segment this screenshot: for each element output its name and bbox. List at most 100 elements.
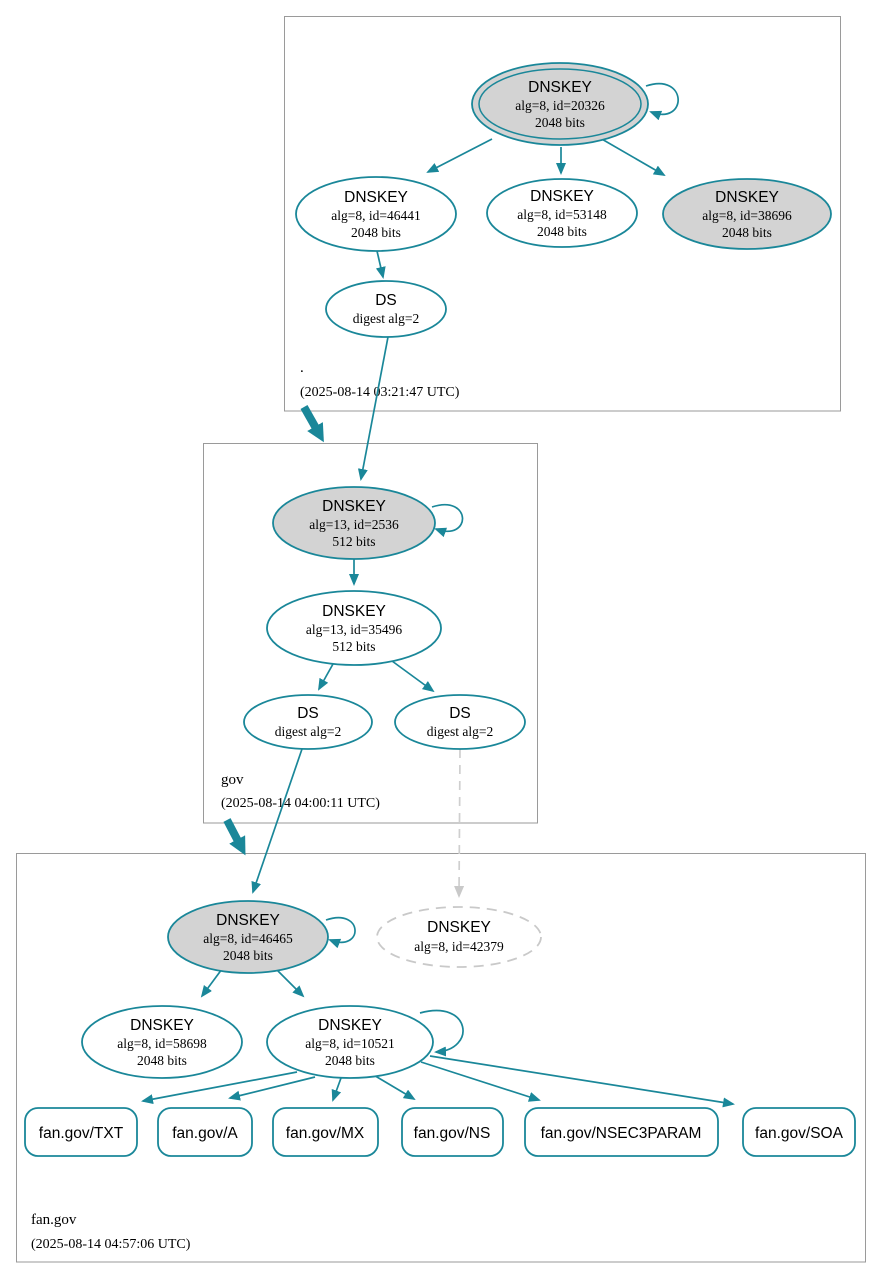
node-alg-id: alg=13, id=2536 [309, 517, 399, 532]
rrset-label: fan.gov/TXT [39, 1125, 124, 1142]
zone-box-gov [203, 443, 538, 824]
rrset-label: fan.gov/SOA [755, 1125, 844, 1142]
node-alg-id: alg=8, id=46441 [331, 208, 420, 223]
node-bits: 2048 bits [537, 224, 587, 239]
node-fangov-dnskey-10521: DNSKEY alg=8, id=10521 2048 bits [266, 1005, 434, 1079]
zone-timestamp-fangov: (2025-08-14 04:57:06 UTC) [31, 1237, 191, 1252]
edge-root-ds-to-gov-ksk [357, 336, 389, 481]
node-title: DNSKEY [322, 603, 386, 620]
rrset-box [524, 1107, 719, 1157]
node-alg-id: alg=8, id=42379 [414, 939, 504, 954]
edge-46465-to-10521 [275, 968, 305, 998]
node-alg-id: alg=8, id=46465 [203, 931, 293, 946]
edge-root-ksk-to-38696 [599, 137, 666, 177]
node-title: DNSKEY [530, 188, 594, 205]
node-ellipse [167, 900, 329, 974]
rrset-fangov-soa: fan.gov/SOA [742, 1107, 856, 1157]
node-title: DNSKEY [528, 79, 592, 96]
edge-root-ksk-selfsign-loop [645, 82, 679, 121]
rrset-box [157, 1107, 253, 1157]
node-title: DNSKEY [715, 189, 779, 206]
rrset-box [24, 1107, 138, 1157]
node-bits: 2048 bits [137, 1053, 187, 1068]
node-ellipse [81, 1005, 243, 1079]
node-ellipse [325, 280, 447, 338]
node-ellipse [266, 590, 442, 666]
edge-10521-to-mx [331, 1077, 342, 1102]
node-title: DNSKEY [318, 1017, 382, 1034]
node-title: DS [449, 705, 471, 722]
node-root-dnskey-38696: DNSKEY alg=8, id=38696 2048 bits [662, 178, 832, 250]
rrset-label: fan.gov/MX [286, 1125, 365, 1142]
node-root-ksk-dnskey-20326: DNSKEY alg=8, id=20326 2048 bits [471, 62, 649, 146]
node-ellipse [486, 178, 638, 248]
edge-46441-to-root-ds [375, 250, 386, 279]
node-fangov-dnskey-58698: DNSKEY alg=8, id=58698 2048 bits [81, 1005, 243, 1079]
rrset-fangov-mx: fan.gov/MX [272, 1107, 379, 1157]
node-title: DNSKEY [344, 189, 408, 206]
node-digest-alg: digest alg=2 [427, 724, 493, 739]
node-fangov-ksk-dnskey-46465: DNSKEY alg=8, id=46465 2048 bits [167, 900, 329, 974]
edge-10521-to-soa [429, 1055, 735, 1108]
node-ellipse-dashed [376, 906, 542, 968]
zone-label-gov: gov [221, 772, 244, 788]
node-bits: 512 bits [332, 639, 375, 654]
node-bits: 2048 bits [351, 225, 401, 240]
edge-delegation-gov-to-fangov [223, 818, 246, 856]
node-gov-ds-right: DS digest alg=2 [394, 694, 526, 750]
edge-delegation-root-to-gov [300, 405, 324, 443]
node-alg-id: alg=8, id=53148 [517, 207, 607, 222]
edge-10521-selfsign-loop [419, 1009, 464, 1057]
node-title: DS [297, 705, 319, 722]
rrset-fangov-txt: fan.gov/TXT [24, 1107, 138, 1157]
edge-root-ksk-to-46441 [426, 138, 493, 173]
zone-box-root [284, 16, 841, 412]
node-alg-id: alg=8, id=10521 [305, 1036, 394, 1051]
node-root-ds: DS digest alg=2 [325, 280, 447, 338]
edge-35496-to-gov-ds-left [318, 663, 334, 691]
node-ellipse [394, 694, 526, 750]
edge-gov-ds-to-42379-dashed [454, 748, 465, 898]
edge-gov-ds-to-fangov-ksk [251, 748, 303, 894]
zone-label-fangov: fan.gov [31, 1212, 77, 1228]
node-gov-ksk-dnskey-2536: DNSKEY alg=13, id=2536 512 bits [272, 486, 436, 560]
node-alg-id: alg=8, id=58698 [117, 1036, 207, 1051]
node-alg-id: alg=8, id=38696 [702, 208, 792, 223]
node-gov-dnskey-35496: DNSKEY alg=13, id=35496 512 bits [266, 590, 442, 666]
node-digest-alg: digest alg=2 [275, 724, 341, 739]
rrset-label: fan.gov/NS [414, 1125, 491, 1142]
zone-box-fangov [16, 853, 866, 1263]
node-bits: 2048 bits [325, 1053, 375, 1068]
node-alg-id: alg=8, id=20326 [515, 98, 605, 113]
node-root-dnskey-53148: DNSKEY alg=8, id=53148 2048 bits [486, 178, 638, 248]
edge-10521-to-a [228, 1076, 316, 1101]
edge-35496-to-gov-ds-right [391, 660, 435, 693]
rrset-label: fan.gov/NSEC3PARAM [541, 1125, 702, 1142]
rrset-fangov-nsec3param: fan.gov/NSEC3PARAM [524, 1107, 719, 1157]
zone-label-root: . [300, 360, 304, 376]
node-ellipse [662, 178, 832, 250]
edge-46465-to-58698 [200, 968, 223, 998]
ksk-outer-ellipse [471, 62, 649, 146]
node-bits: 2048 bits [535, 115, 585, 130]
rrset-box [272, 1107, 379, 1157]
edge-10521-to-nsec3param [420, 1061, 541, 1102]
node-ellipse [243, 694, 373, 750]
node-title: DNSKEY [427, 919, 491, 936]
edge-10521-to-ns [371, 1073, 416, 1101]
node-fangov-dnskey-42379-missing: DNSKEY alg=8, id=42379 [376, 906, 542, 968]
node-digest-alg: digest alg=2 [353, 311, 419, 326]
node-title: DNSKEY [216, 912, 280, 929]
node-ellipse [272, 486, 436, 560]
node-ellipse [266, 1005, 434, 1079]
node-root-dnskey-46441: DNSKEY alg=8, id=46441 2048 bits [295, 176, 457, 252]
node-bits: 2048 bits [223, 948, 273, 963]
zone-timestamp-gov: (2025-08-14 04:00:11 UTC) [221, 796, 380, 811]
ksk-inner-ellipse [478, 68, 642, 140]
rrset-box [401, 1107, 504, 1157]
node-bits: 512 bits [332, 534, 375, 549]
rrset-label: fan.gov/A [172, 1125, 238, 1142]
node-ellipse [295, 176, 457, 252]
